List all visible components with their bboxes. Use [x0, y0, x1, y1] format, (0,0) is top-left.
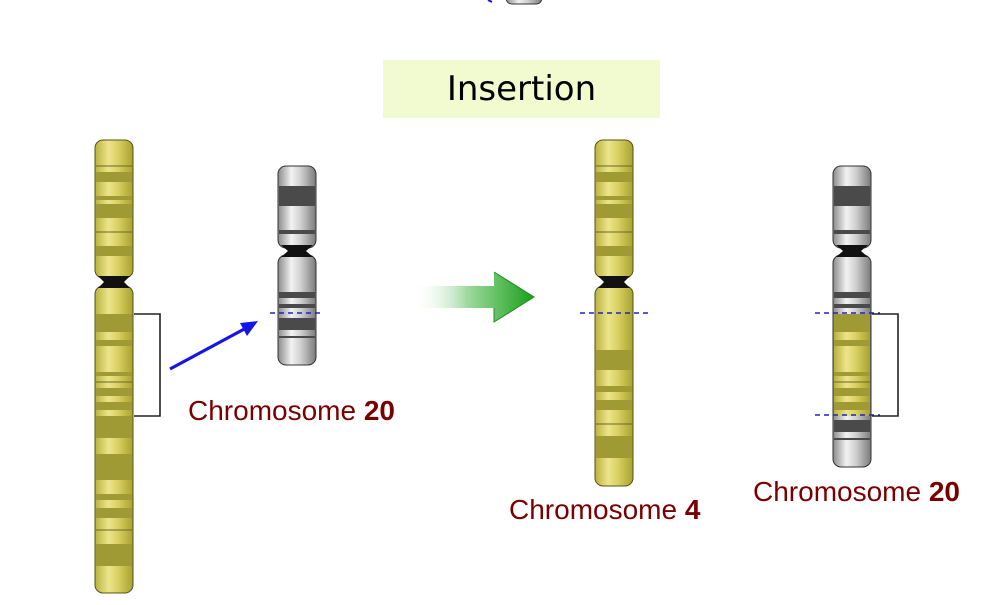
chromosome-20-before-label: Chromosome 20	[188, 395, 395, 427]
label-number: 4	[684, 494, 701, 525]
chromosome-4-after	[594, 139, 634, 487]
label-number: 20	[363, 395, 395, 426]
partial-chromosome-top	[505, 0, 543, 5]
diagram-title: Insertion	[446, 69, 597, 109]
label-name: Chromosome	[509, 494, 678, 525]
bracket-icon	[134, 313, 161, 417]
label-name: Chromosome	[188, 395, 357, 426]
blue-arrow-icon	[169, 321, 258, 371]
label-number: 20	[928, 476, 960, 507]
chromosome-4-before	[94, 139, 134, 594]
bracket-icon	[872, 313, 899, 417]
green-arrow-icon	[413, 271, 535, 323]
chromosome-20-bands	[279, 186, 315, 338]
label-name: Chromosome	[753, 476, 922, 507]
chromosome-20-before	[277, 165, 317, 366]
chromosome-20-after-label: Chromosome 20	[753, 476, 960, 508]
chromosome-4-after-label: Chromosome 4	[509, 494, 700, 526]
partial-arrow-top	[487, 0, 493, 3]
chromosome-4-bands	[96, 172, 132, 566]
title-box: Insertion	[383, 60, 660, 118]
chromosome-20-after	[832, 165, 872, 468]
